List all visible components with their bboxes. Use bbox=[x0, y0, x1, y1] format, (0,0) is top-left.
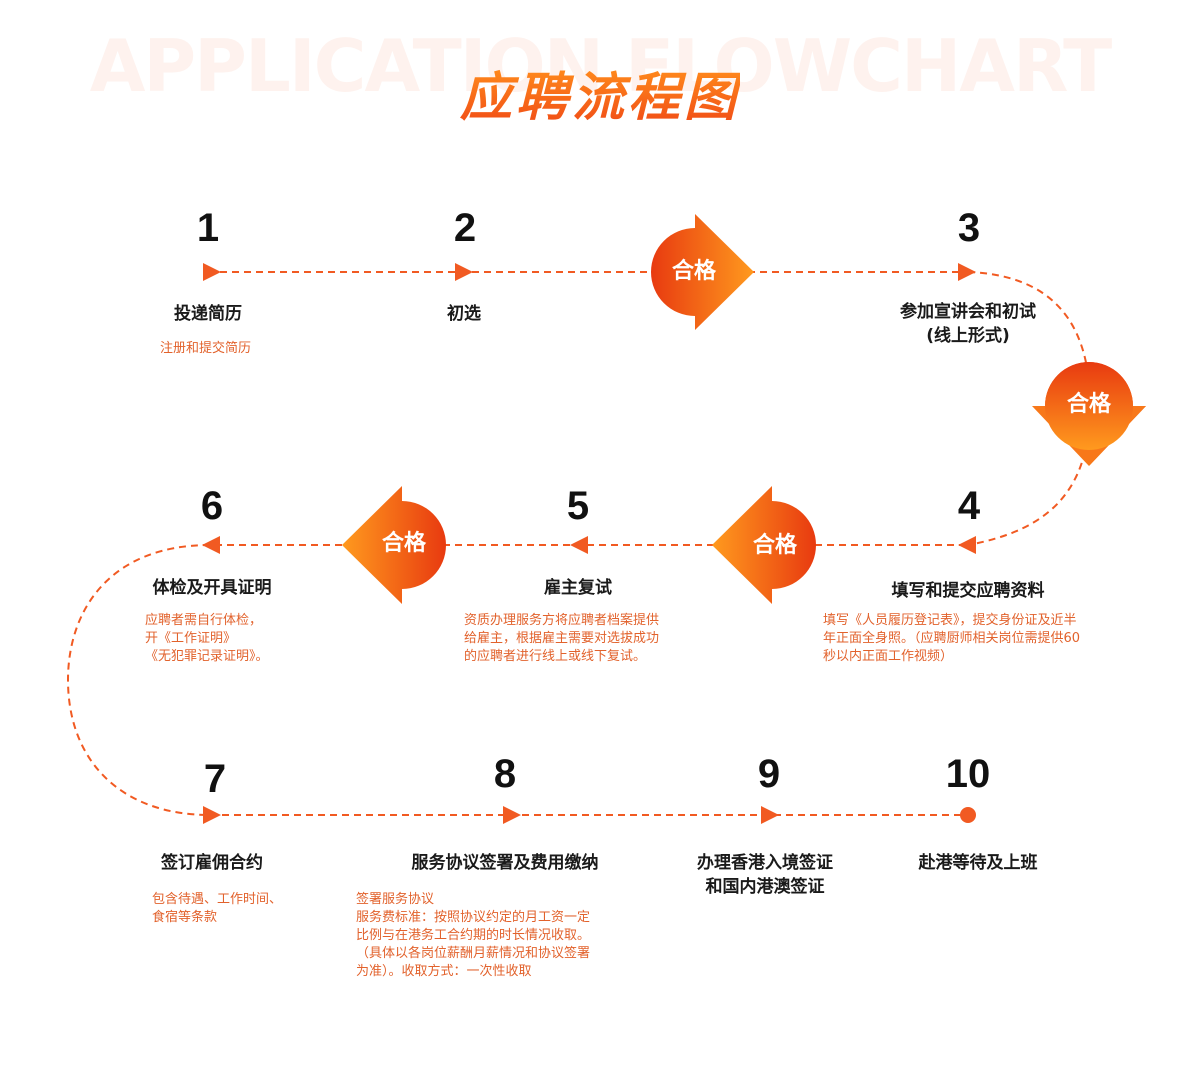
page-title: 应聘流程图 bbox=[0, 66, 1200, 130]
pass-badge-label: 合格 bbox=[1067, 391, 1112, 417]
step-title-6: 体检及开具证明 bbox=[152, 578, 272, 598]
marker-step-10 bbox=[960, 807, 976, 823]
step-number-4: 4 bbox=[957, 484, 981, 528]
step-title-7: 签订雇佣合约 bbox=[161, 853, 263, 873]
step-title-1: 投递简历 bbox=[174, 304, 242, 324]
step-number-7: 7 bbox=[203, 757, 227, 801]
marker-step-4 bbox=[958, 536, 976, 554]
marker-step-9 bbox=[761, 806, 779, 824]
step-title-9: 办理香港入境签证 和国内港澳签证 bbox=[697, 853, 833, 897]
step-number-9: 9 bbox=[757, 752, 781, 796]
marker-step-3 bbox=[958, 263, 976, 281]
pass-badge-right: 合格 bbox=[651, 214, 754, 330]
step-title-8: 服务协议签署及费用缴纳 bbox=[411, 853, 599, 873]
step-title-2: 初选 bbox=[447, 304, 481, 324]
pass-badge-left-1: 合格 bbox=[712, 486, 816, 604]
step-number-10: 10 bbox=[945, 752, 991, 796]
pass-badge-label: 合格 bbox=[382, 530, 427, 556]
marker-step-2 bbox=[455, 263, 473, 281]
step-desc-6: 应聘者需自行体检， 开《工作证明》 《无犯罪记录证明》。 bbox=[145, 613, 269, 664]
step-number-5: 5 bbox=[566, 484, 590, 528]
step-title-5: 雇主复试 bbox=[544, 578, 612, 598]
pass-badge-label: 合格 bbox=[672, 258, 717, 284]
marker-step-5 bbox=[570, 536, 588, 554]
step-markers bbox=[202, 263, 976, 824]
step-title-3: 参加宣讲会和初试 (线上形式) bbox=[900, 302, 1036, 346]
marker-step-8 bbox=[503, 806, 521, 824]
background-watermark-title: APPLICATION FLOWCHART bbox=[89, 24, 1113, 108]
step-desc-4: 填写《人员履历登记表》，提交身份证及近半 年正面全身照。（应聘厨师相关岗位需提供… bbox=[823, 613, 1081, 664]
step-title-4: 填写和提交应聘资料 bbox=[891, 581, 1045, 601]
marker-step-7 bbox=[203, 806, 221, 824]
step-desc-8: 签署服务协议 服务费标准：按照协议约定的月工资一定 比例与在港务工合约期的时长情… bbox=[356, 892, 591, 979]
step-number-6: 6 bbox=[200, 484, 224, 528]
step-number-3: 3 bbox=[957, 206, 981, 250]
marker-step-1 bbox=[203, 263, 221, 281]
pass-badge-label: 合格 bbox=[753, 532, 798, 558]
step-desc-1: 注册和提交简历 bbox=[160, 341, 252, 356]
page-title-text: 应聘流程图 bbox=[459, 68, 740, 128]
marker-step-6 bbox=[202, 536, 220, 554]
step-desc-5: 资质办理服务方将应聘者档案提供 给雇主，根据雇主需要对选拔成功 的应聘者进行线上… bbox=[464, 613, 660, 664]
pass-badge-down: 合格 bbox=[1032, 362, 1146, 466]
step-desc-7: 包含待遇、工作时间、 食宿等条款 bbox=[152, 892, 283, 925]
step-number-8: 8 bbox=[493, 752, 517, 796]
step-number-2: 2 bbox=[453, 206, 477, 250]
pass-badge-left-2: 合格 bbox=[342, 486, 446, 604]
step-number-1: 1 bbox=[196, 206, 220, 250]
step-title-10: 赴港等待及上班 bbox=[918, 853, 1038, 873]
connector-curve-6-7 bbox=[66, 544, 211, 816]
